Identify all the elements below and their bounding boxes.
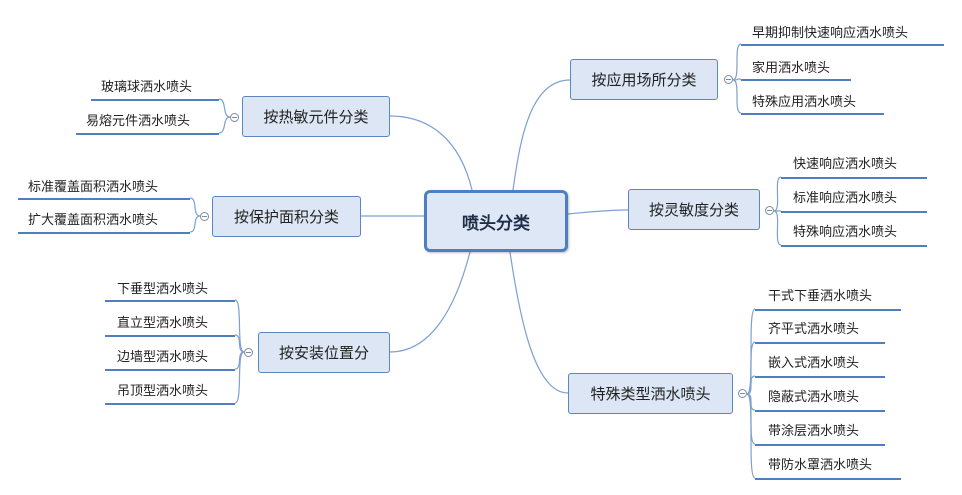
collapse-icon[interactable] — [200, 212, 209, 221]
connector-root-branch — [509, 251, 569, 394]
branch-node-install-position[interactable]: 按安装位置分 — [258, 332, 390, 373]
connector-root-branch — [389, 115, 473, 191]
leaf-node[interactable]: 隐蔽式洒水喷头 — [768, 390, 860, 405]
leaf-underline — [76, 133, 219, 135]
connector-branch-leaf — [773, 210, 782, 246]
collapse-icon[interactable] — [724, 75, 733, 84]
collapse-icon[interactable] — [244, 348, 253, 357]
leaf-node[interactable]: 快速响应洒水喷头 — [793, 157, 898, 172]
leaf-node[interactable]: 易熔元件洒水喷头 — [86, 114, 191, 129]
connector-branch-leaf — [234, 351, 245, 404]
leaf-node[interactable]: 带涂层洒水喷头 — [768, 424, 860, 439]
leaf-underline — [755, 309, 901, 311]
leaf-underline — [741, 113, 884, 115]
connector-branch-leaf — [218, 116, 231, 134]
leaf-underline — [105, 300, 235, 302]
leaf-underline — [18, 198, 190, 200]
leaf-underline — [755, 444, 885, 446]
leaf-underline — [105, 335, 235, 337]
connector-branch-leaf — [189, 215, 201, 233]
connector-branch-leaf — [189, 197, 201, 217]
connector-root-branch — [389, 251, 471, 353]
leaf-node[interactable]: 特殊应用洒水喷头 — [752, 95, 857, 110]
connector-branch-leaf — [234, 334, 245, 353]
leaf-underline — [105, 403, 235, 405]
leaf-underline — [755, 376, 885, 378]
connector-branch-leaf — [732, 79, 742, 114]
leaf-underline — [741, 79, 851, 81]
root-node[interactable]: 喷头分类 — [424, 190, 568, 252]
collapse-icon[interactable] — [765, 206, 774, 215]
connector-root-branch — [567, 209, 629, 215]
branch-node-sensitivity[interactable]: 按灵敏度分类 — [628, 189, 760, 230]
leaf-underline — [91, 99, 219, 101]
leaf-underline — [755, 478, 901, 480]
leaf-node[interactable]: 嵌入式洒水喷头 — [768, 356, 860, 371]
branch-node-coverage-area[interactable]: 按保护面积分类 — [212, 196, 361, 237]
leaf-underline — [741, 44, 944, 46]
connector-branch-leaf — [746, 341, 756, 395]
leaf-node[interactable]: 下垂型洒水喷头 — [117, 282, 209, 297]
leaf-node[interactable]: 早期抑制快速响应洒水喷头 — [752, 26, 909, 41]
leaf-node[interactable]: 扩大覆盖面积洒水喷头 — [28, 213, 159, 228]
leaf-underline — [105, 369, 235, 371]
connector-branch-leaf — [746, 393, 756, 479]
connector-branch-leaf — [746, 375, 756, 395]
leaf-underline — [18, 232, 190, 234]
leaf-node[interactable]: 齐平式洒水喷头 — [768, 322, 860, 337]
leaf-node[interactable]: 家用洒水喷头 — [752, 61, 831, 76]
leaf-node[interactable]: 边墙型洒水喷头 — [117, 350, 209, 365]
leaf-node[interactable]: 直立型洒水喷头 — [117, 316, 209, 331]
collapse-icon[interactable] — [738, 389, 747, 398]
connector-root-branch — [512, 79, 571, 191]
leaf-node[interactable]: 玻璃球洒水喷头 — [101, 80, 193, 95]
leaf-underline — [781, 211, 927, 213]
leaf-underline — [755, 410, 885, 412]
collapse-icon[interactable] — [230, 113, 239, 122]
leaf-underline — [781, 177, 927, 179]
branch-node-application-site[interactable]: 按应用场所分类 — [570, 59, 718, 100]
branch-node-special-type[interactable]: 特殊类型洒水喷头 — [568, 373, 733, 414]
leaf-node[interactable]: 带防水罩洒水喷头 — [768, 458, 873, 473]
leaf-node[interactable]: 标准响应洒水喷头 — [793, 191, 898, 206]
leaf-node[interactable]: 吊顶型洒水喷头 — [117, 384, 209, 399]
leaf-underline — [755, 342, 885, 344]
leaf-node[interactable]: 干式下垂洒水喷头 — [768, 289, 873, 304]
connector-branch-leaf — [218, 98, 231, 118]
leaf-node[interactable]: 标准覆盖面积洒水喷头 — [28, 180, 159, 195]
connector-branch-leaf — [773, 176, 782, 212]
branch-node-heat-element[interactable]: 按热敏元件分类 — [242, 96, 390, 137]
connector-branch-leaf — [732, 43, 742, 81]
leaf-node[interactable]: 特殊响应洒水喷头 — [793, 225, 898, 240]
leaf-underline — [781, 245, 927, 247]
connector-branch-leaf — [234, 299, 245, 353]
